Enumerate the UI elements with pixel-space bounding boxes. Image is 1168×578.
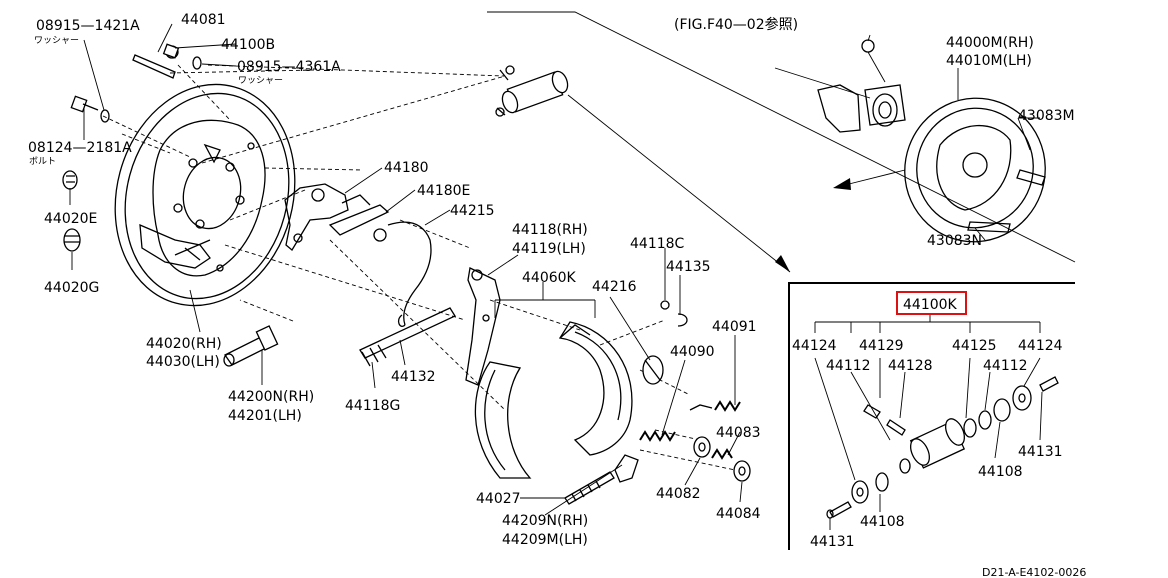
springs-right [639, 400, 741, 460]
label-08915-1421A: 08915—1421A [36, 18, 140, 34]
fasteners-top-left [62, 43, 202, 252]
label-44020G: 44020G [44, 280, 99, 296]
label-44083: 44083 [716, 425, 761, 441]
leader-lines-left [69, 23, 743, 516]
label-44100K: 44100K [903, 297, 958, 313]
label-44132: 44132 [391, 369, 436, 385]
label-44060K: 44060K [522, 270, 577, 286]
label-08124-2181A: 08124—2181A [28, 140, 132, 156]
label-44100B: 44100B [221, 37, 275, 53]
highlight-box-44100K [896, 291, 967, 315]
label-44020E: 44020E [44, 211, 97, 227]
drum-assembly-right [817, 39, 1046, 243]
label-43083M: 43083M [1018, 108, 1075, 124]
label-44129: 44129 [859, 338, 904, 354]
label-44209N: 44209N(RH) [502, 513, 588, 529]
brake-shoes [474, 321, 633, 479]
label-44118C: 44118C [630, 236, 685, 252]
label-44128: 44128 [888, 358, 933, 374]
label-44215: 44215 [450, 203, 495, 219]
label-44108-right: 44108 [978, 464, 1023, 480]
wheel-cylinder-top [495, 65, 569, 117]
label-44020RH: 44020(RH) [146, 336, 222, 352]
clips-right [642, 300, 688, 385]
label-44131-left: 44131 [810, 534, 855, 550]
label-44124-left: 44124 [792, 338, 837, 354]
washers [693, 436, 751, 482]
label-44090: 44090 [670, 344, 715, 360]
label-44119LH: 44119(LH) [512, 241, 586, 257]
label-44200N: 44200N(RH) [228, 389, 314, 405]
label-44135: 44135 [666, 259, 711, 275]
label-44027: 44027 [476, 491, 521, 507]
label-44010M: 44010M(LH) [946, 53, 1032, 69]
label-44091: 44091 [712, 319, 757, 335]
label-44131-right: 44131 [1018, 444, 1063, 460]
label-44118G: 44118G [345, 398, 400, 414]
label-44180: 44180 [384, 160, 429, 176]
label-44118RH: 44118(RH) [512, 222, 588, 238]
adjuster-rod [223, 325, 279, 367]
label-44112-left: 44112 [826, 358, 871, 374]
label-44201: 44201(LH) [228, 408, 302, 424]
inset-44100K [788, 282, 1075, 550]
pin-and-plate [564, 454, 639, 505]
label-08915-4361A: 08915—4361A [237, 59, 341, 75]
label-44216: 44216 [592, 279, 637, 295]
part-labels: 08915—1421A ワッシャー 44081 44100B 08915—436… [28, 12, 1086, 578]
guide-lines [487, 11, 1076, 273]
right-assembly-leaders [774, 34, 1040, 241]
spring-44215 [387, 221, 432, 327]
label-44030LH: 44030(LH) [146, 354, 220, 370]
label-44209M: 44209M(LH) [502, 532, 588, 548]
label-43083N: 43083N [927, 233, 982, 249]
label-44112-right: 44112 [983, 358, 1028, 374]
backing-plate [114, 83, 296, 307]
label-44125: 44125 [952, 338, 997, 354]
label-08915-1421A-washer: ワッシャー [34, 36, 79, 46]
label-44084: 44084 [716, 506, 761, 522]
label-44082: 44082 [656, 486, 701, 502]
label-fig-reference: (FIG.F40—02参照) [674, 16, 798, 33]
lever-44118 [465, 267, 501, 386]
label-44000M: 44000M(RH) [946, 35, 1034, 51]
strut-44132 [359, 307, 456, 367]
label-44108-left: 44108 [860, 514, 905, 530]
label-08124-2181A-bolt: ボルト [29, 156, 56, 167]
label-44081: 44081 [181, 12, 226, 28]
diagram-id: D21-A-E4102-0026 [982, 566, 1086, 578]
assembly-lines-left [102, 64, 736, 471]
label-44124-right: 44124 [1018, 338, 1063, 354]
label-44180E: 44180E [417, 183, 470, 199]
parking-lever-44180 [284, 183, 390, 251]
label-08915-4361A-washer: ワッシャー [238, 76, 283, 86]
